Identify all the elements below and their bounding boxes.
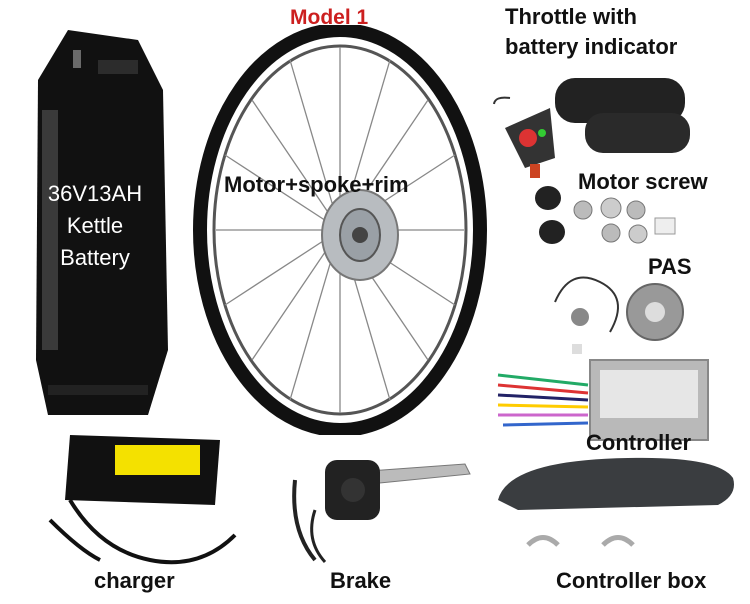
motor-spoke-rim-label: Motor+spoke+rim <box>224 172 409 197</box>
controller-label: Controller <box>586 430 692 455</box>
pas-label: PAS <box>648 254 692 279</box>
kettle-battery <box>28 20 178 420</box>
model-label: Model 1 <box>290 6 369 29</box>
motor-wheel <box>190 25 490 435</box>
controller-box-label: Controller box <box>556 568 707 593</box>
battery-label-line3: Battery <box>60 245 130 270</box>
charger <box>40 430 250 580</box>
motor-screws <box>528 180 693 252</box>
brake-lever <box>285 450 485 568</box>
battery-label-line1: 36V13AH <box>47 181 143 206</box>
battery-label: 36V13AH Kettle Battery <box>30 178 160 274</box>
throttle-label-line1: Throttle with <box>505 4 637 29</box>
controller-box <box>488 450 748 568</box>
controller <box>478 345 718 445</box>
battery-label-line2: Kettle <box>66 213 124 238</box>
motor-screw-label: Motor screw <box>578 169 708 194</box>
brake-label: Brake <box>330 568 392 593</box>
throttle-label-line2: battery indicator <box>505 34 678 59</box>
pas-sensor <box>540 262 690 357</box>
charger-label: charger <box>94 568 175 593</box>
throttle <box>490 68 700 183</box>
